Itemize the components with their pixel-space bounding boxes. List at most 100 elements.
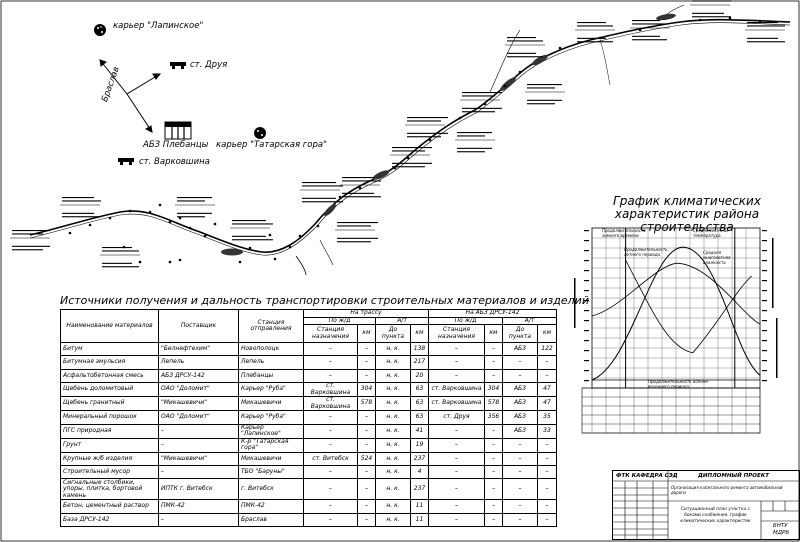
survey-point — [558, 46, 562, 50]
survey-point — [178, 258, 182, 262]
survey-point — [168, 220, 172, 224]
table-cell-a-point: н. к. — [375, 410, 411, 425]
table-cell-b-km: 578 — [484, 396, 503, 412]
table-cell-c-km: 35 — [537, 410, 557, 425]
axis-tick-label — [762, 250, 767, 252]
table-cell-b-km: – — [484, 512, 503, 528]
table-cell-c-km: – — [537, 499, 557, 514]
table-cell-r-km: 304 — [357, 382, 376, 398]
table-cell-station: Карьер "Руба" — [238, 410, 304, 425]
table-cell-c-point: – — [502, 355, 538, 370]
axis-tick-label — [584, 370, 589, 372]
table-cell-b-station: – — [428, 451, 485, 466]
table-row: Крупные ж/б изделия"Микашевичи"Микашевич… — [60, 451, 557, 466]
axis-tick-label — [584, 380, 589, 382]
axis-tick-label — [762, 320, 767, 322]
survey-point — [338, 195, 342, 199]
annotation-text-line — [577, 22, 606, 24]
table-cell-c-km: – — [537, 512, 557, 528]
table-cell-station: ПМК-42 — [238, 499, 304, 514]
annotation-text-line — [747, 37, 778, 39]
survey-point — [238, 260, 242, 264]
table-cell-b-km: – — [484, 437, 503, 453]
table-cell-station: г. Витебск — [238, 478, 304, 501]
survey-point — [638, 28, 642, 32]
survey-point — [393, 166, 397, 170]
annotation-text-line — [462, 92, 502, 94]
annotation-text-line — [462, 111, 495, 113]
table-cell-station: Лепель — [238, 355, 304, 370]
label-quarry-lapinskoe: карьер "Лапинское" — [113, 21, 204, 31]
survey-point — [268, 233, 272, 237]
quarry-lapinskoe-symbol — [94, 24, 106, 36]
header-rail-2: По ж/д — [428, 316, 503, 325]
table-cell-a-point: н. к. — [375, 464, 411, 480]
table-cell-c-km: – — [537, 451, 557, 466]
table-cell-r-km: – — [357, 464, 376, 480]
annotation-text-line — [527, 87, 555, 89]
table-cell-c-km: 47 — [537, 396, 557, 412]
label-quarry-tatarskaya: карьер "Татарская гора" — [216, 140, 327, 150]
survey-point — [406, 156, 410, 160]
table-cell-b-station: – — [428, 499, 485, 514]
annotation-text-line — [177, 212, 212, 214]
climate-graph-title: График климатических характеристик район… — [613, 194, 761, 234]
annotation-text-line — [232, 235, 266, 237]
title-block-department: ФТК КАФЕДРА СЭД — [616, 473, 678, 479]
table-cell-a-km: 41 — [410, 423, 429, 439]
header-station: Станция отправления — [238, 309, 304, 343]
table-cell-station: Новополоцк — [238, 341, 304, 357]
axis-tick-label — [584, 340, 589, 342]
table-cell-a-point: н. к. — [375, 368, 411, 384]
axis-tick-label — [762, 360, 767, 362]
annotation-text-line — [392, 147, 432, 149]
annotation-text-line — [407, 132, 448, 134]
label-station-drui: ст. Друя — [190, 60, 228, 70]
table-cell-a-point: н. к. — [375, 451, 411, 466]
axis-tick-label — [762, 370, 767, 372]
table-cell-b-station: – — [428, 355, 485, 370]
table-cell-a-point: н. к. — [375, 423, 411, 439]
table-cell-a-km: 63 — [410, 396, 429, 412]
axis-tick-label — [762, 270, 767, 272]
survey-point — [88, 223, 92, 227]
axis-tick-label — [584, 230, 589, 232]
annotation-text-line — [632, 39, 667, 41]
table-cell-a-point: н. к. — [375, 355, 411, 370]
table-row: Строительный мусор–ТБО "Баруны"––н. к.4–… — [60, 464, 557, 480]
humidity-curve — [591, 262, 761, 325]
table-cell-supplier: ОАО "Доломит" — [158, 410, 239, 425]
survey-point — [458, 116, 462, 120]
annotation-text-line — [342, 180, 381, 182]
table-cell-r-km: – — [357, 341, 376, 357]
annotation-text-line — [232, 223, 273, 225]
climate-graph — [574, 227, 778, 434]
table-cell-a-km: 63 — [410, 382, 429, 398]
title-block-project: ДИПЛОМНЫЙ ПРОЕКТ — [698, 473, 769, 479]
table-cell-b-km: – — [484, 368, 503, 384]
table-cell-r-km: – — [357, 410, 376, 425]
table-cell-a-km: 237 — [410, 451, 429, 466]
annotation-text-line — [12, 230, 50, 232]
table-cell-c-km: – — [537, 478, 557, 501]
table-cell-b-km: – — [484, 499, 503, 514]
table-cell-station: Микашевичи — [238, 451, 304, 466]
table-cell-station: Браслав — [238, 512, 304, 528]
annotation-text-line — [692, 0, 731, 2]
annotation-text-line — [177, 197, 212, 199]
axis-tick-label — [762, 290, 767, 292]
table-cell-b-km: – — [484, 451, 503, 466]
annotation-text-line — [337, 241, 371, 243]
table-cell-c-point: – — [502, 437, 538, 453]
abz-plebancy-symbol — [164, 121, 192, 140]
header-supplier: Поставщик — [158, 309, 239, 343]
table-cell-r-station: ст. Варковшина — [303, 382, 358, 398]
annotation-text-line — [62, 197, 94, 199]
left-axis-title — [574, 278, 576, 328]
survey-point — [518, 70, 522, 74]
axis-tick-label — [584, 350, 589, 352]
table-cell-a-km: 217 — [410, 355, 429, 370]
